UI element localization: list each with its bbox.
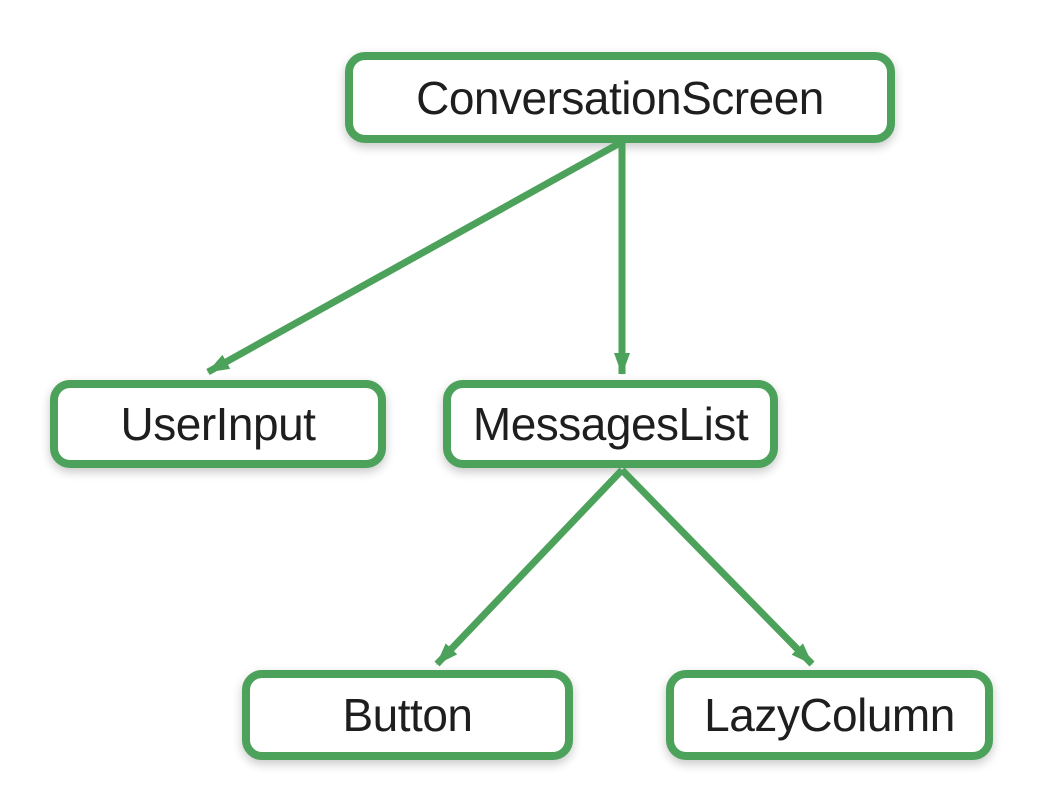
node-lazycolumn: LazyColumn: [666, 670, 993, 760]
node-messageslist: MessagesList: [443, 380, 778, 468]
node-userinput: UserInput: [50, 380, 386, 468]
edge-messageslist-to-button: [434, 467, 625, 667]
node-conversationscreen: ConversationScreen: [345, 52, 895, 143]
node-messageslist-label: MessagesList: [472, 398, 749, 450]
node-userinput-label: UserInput: [120, 398, 316, 450]
edge-conversationscreen-to-userinput: [206, 139, 622, 376]
edge-messageslist-to-lazycolumn: [619, 467, 815, 667]
node-button-label: Button: [342, 689, 474, 741]
node-button: Button: [242, 670, 573, 760]
node-lazycolumn-label: LazyColumn: [704, 689, 955, 741]
node-conversationscreen-label: ConversationScreen: [416, 71, 824, 124]
